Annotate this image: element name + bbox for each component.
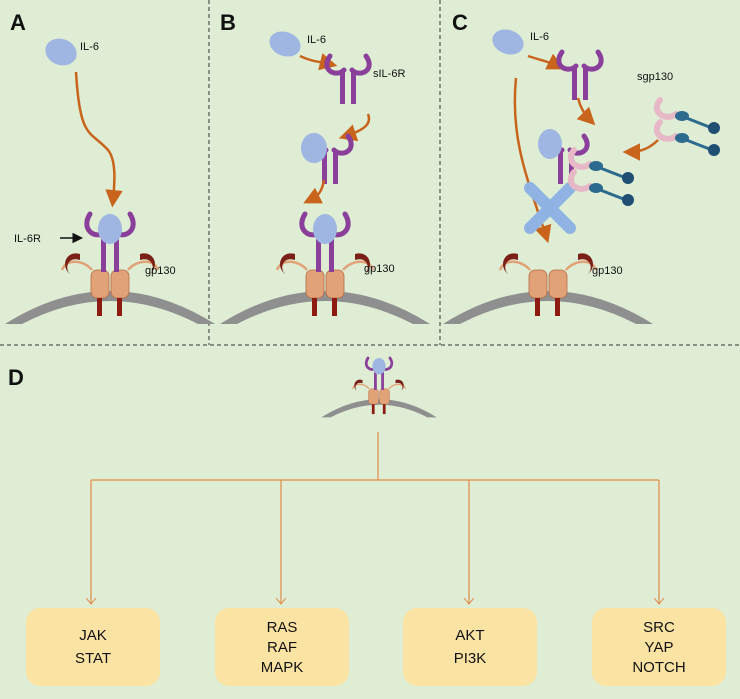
il6-ligand (269, 31, 301, 57)
pathway-2-line-3: MAPK (261, 659, 304, 676)
receptor-complex-icon (321, 356, 437, 418)
panel-a: A IL-6 IL-6R gp130 (5, 10, 215, 324)
il6-ligand (45, 38, 77, 66)
complex-arrow (576, 97, 596, 126)
panel-d: D JAK STAT RAS RAF MAPK AKT PI3K (8, 356, 726, 686)
il6-bound-ligand (98, 214, 122, 244)
panel-a-letter: A (10, 10, 26, 35)
il6-ligand (492, 29, 524, 55)
pathway-3-line-1: AKT (455, 627, 484, 644)
il6-label: IL-6 (307, 34, 326, 46)
sgp130-label: sgp130 (637, 71, 673, 83)
pathway-box-2: RAS RAF MAPK (215, 608, 349, 686)
pathway-4-line-1: SRC (643, 619, 675, 636)
il6-bound-ligand (313, 214, 337, 244)
il6-complex-ligand (538, 129, 562, 159)
sil6r-label: sIL-6R (373, 68, 405, 80)
pathway-2-line-2: RAF (267, 639, 297, 656)
il6-label: IL-6 (530, 31, 549, 43)
pathway-box-4: SRC YAP NOTCH (592, 608, 726, 686)
gp130-label: gp130 (364, 263, 395, 275)
pathway-box-1: JAK STAT (26, 608, 160, 686)
pathway-1-line-1: JAK (79, 627, 107, 644)
il6r-label: IL-6R (14, 233, 41, 245)
pathway-box-3: AKT PI3K (403, 608, 537, 686)
panel-d-letter: D (8, 365, 24, 390)
panel-b: B IL-6 sIL-6R gp130 (220, 10, 430, 324)
pathway-4-line-2: YAP (645, 639, 674, 656)
il6-complex-ligand (301, 133, 327, 163)
pathway-4-line-3: NOTCH (632, 659, 685, 676)
transsignaling-arrow (303, 179, 326, 204)
il6-label: IL-6 (80, 41, 99, 53)
panel-c-letter: C (452, 10, 468, 35)
binding-arrow (527, 53, 565, 70)
binding-arrow (74, 71, 123, 208)
sgp130-binding-arrow (622, 139, 659, 161)
panel-b-letter: B (220, 10, 236, 35)
pathway-1-line-2: STAT (75, 650, 111, 667)
gp130-label: gp130 (592, 265, 623, 277)
pathway-2-line-1: RAS (267, 619, 298, 636)
pathway-3-line-2: PI3K (454, 650, 487, 667)
gp130-label: gp130 (145, 265, 176, 277)
complex-arrow (338, 113, 371, 142)
panel-c: C IL-6 sgp130 gp130 (443, 10, 720, 324)
block-cross (524, 182, 576, 234)
